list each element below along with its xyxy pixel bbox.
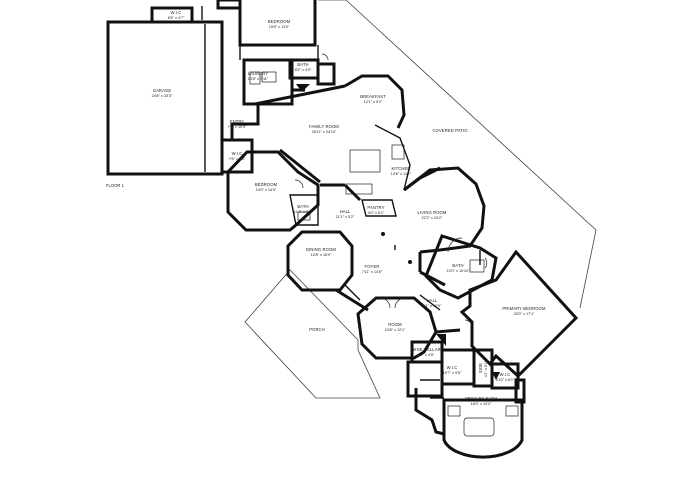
side-dims: 4'1" x 5'10"	[484, 358, 488, 377]
primary-bedroom-dims: 20'0" x 17'1"	[514, 312, 535, 316]
hall-1-name: HALL	[340, 209, 351, 214]
living-room-block	[403, 166, 486, 272]
laundry-name: LAUNDRY	[248, 71, 269, 76]
bath-left-dims: 11'3" x 8'1"	[294, 210, 313, 214]
wic-right-name: W.I.C	[500, 372, 511, 377]
bath-small-dims: 8'2" x 4'9"	[295, 68, 312, 72]
bath-left-name: BATH	[297, 204, 308, 209]
laundry-dims: 10'8" x 7'11"	[248, 77, 269, 81]
room-name: ROOM	[388, 322, 402, 327]
foyer-name: FOYER	[365, 264, 380, 269]
upper-rooms	[238, 0, 336, 106]
garage-dims: 24'8" x 33'3"	[152, 94, 173, 98]
kitchen-dims: 13'8" x 11'7"	[391, 172, 412, 176]
garage-wing	[106, 0, 242, 176]
pantry-name: PANTRY	[367, 205, 384, 210]
dining-room-dims: 12'8" x 16'9"	[311, 253, 332, 257]
porch-outline	[244, 269, 381, 399]
bedroom-left-name: BEDROOM	[255, 182, 278, 187]
porch-name: PORCH	[309, 327, 325, 332]
room-dims: 10'8" x 12'1"	[385, 328, 406, 332]
wic-center-dims: 10'7" x 9'6"	[443, 371, 462, 375]
covered-patio-name: COVERED PATIO	[432, 128, 468, 133]
foyer-halls	[335, 232, 446, 312]
family-room-dims: 28'11" x 24'10"	[312, 130, 337, 134]
wic-left-name: W.I.C	[232, 151, 243, 156]
dining-room-name: DINING ROOM	[306, 247, 336, 252]
foyer-dims: 7'11" x 14'5"	[362, 270, 383, 274]
wine-cellar-name: WINE CELLAR	[411, 347, 441, 352]
primary-bath-name: PRIMARY BATH	[465, 396, 497, 401]
hall-1-dims: 21'1" x 5'2"	[336, 215, 355, 219]
bath-small-name: BATH	[297, 62, 308, 67]
left-bedroom-wing	[220, 138, 321, 232]
floor-label: FLOOR 1	[106, 183, 125, 188]
bath-primary-name: BATH	[452, 263, 463, 268]
bedroom-top-name: BEDROOM	[268, 19, 291, 24]
wic-top-dims: 8'6" x 4'7"	[168, 16, 185, 20]
garage-name: GARAGE	[153, 88, 172, 93]
room-labels: FLOOR 1 W.I.C 8'6" x 4'7" BEDROOM 15'8" …	[106, 10, 546, 406]
living-room-name: LIVING ROOM	[417, 210, 446, 215]
breakfast-dims: 12'1" x 9'2"	[364, 100, 383, 104]
hall-2-dims: 4'1" x 10'9"	[423, 304, 442, 308]
living-room-dims: 22'2" x 24'2"	[422, 216, 443, 220]
wic-left-dims: 7'6" x 5'8"	[229, 157, 246, 161]
wic-center-name: W.I.C	[447, 365, 458, 370]
covered-patio-outline	[318, 0, 597, 309]
dining-room-walls	[286, 230, 354, 292]
family-room-name: FAMILY ROOM	[309, 124, 339, 129]
hall-2-name: HALL	[427, 298, 438, 303]
primary-bedroom-name: PRIMARY BEDROOM	[502, 306, 546, 311]
bedroom-left-dims: 19'0" x 14'5"	[256, 188, 277, 192]
entry-name: ENTRY	[230, 119, 245, 124]
primary-bath-dims: 16'0" x 14'2"	[471, 402, 492, 406]
entry-dims: 7'7" x 10'3"	[228, 125, 247, 129]
primary-bedroom-walls	[459, 249, 579, 379]
lower-suite-block	[406, 334, 526, 459]
wic-right-dims: 9'10" x 6'1"	[496, 378, 515, 382]
wine-cellar-dims: 9'2" x 4'8"	[418, 353, 435, 357]
bath-primary-dims: 10'0" x 10'10"	[447, 269, 471, 273]
central-rooms	[230, 74, 441, 217]
wic-top-name: W.I.C	[171, 10, 182, 15]
room-wine-block	[356, 296, 461, 364]
side-name: SIDE	[478, 363, 483, 373]
bedroom-top-dims: 15'8" x 11'5"	[269, 25, 290, 29]
pantry-dims: 4'0" x 6'1"	[368, 211, 385, 215]
breakfast-name: BREAKFAST	[360, 94, 386, 99]
kitchen-name: KITCHEN	[391, 166, 410, 171]
